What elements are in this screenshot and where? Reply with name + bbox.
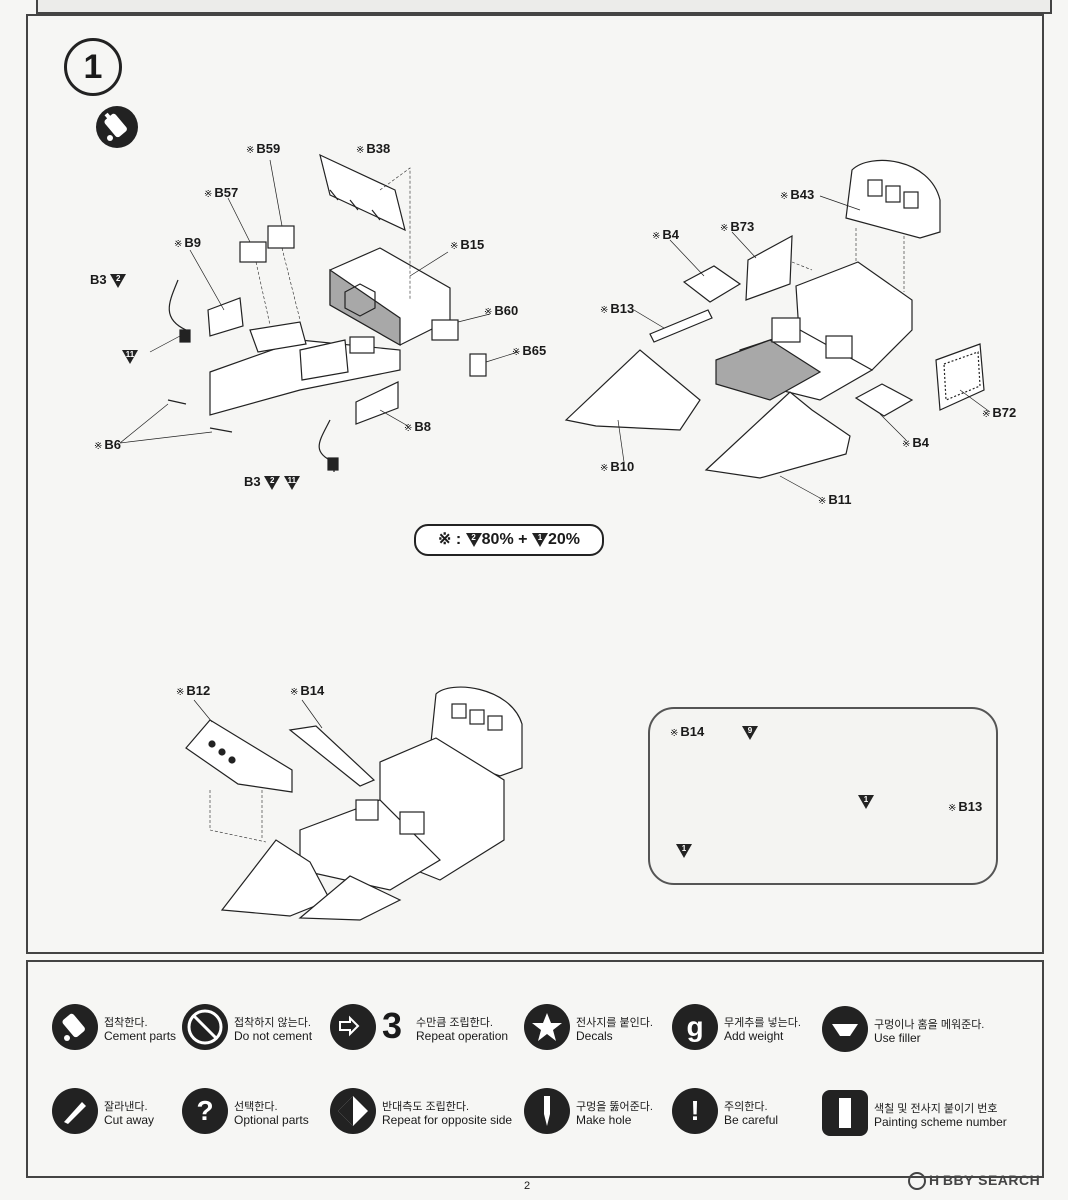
legend-add-weight: g 무게추를 넣는다.Add weight [672, 1004, 832, 1054]
b11-side-panel [704, 391, 851, 479]
legend-make-hole: 구멍을 뚫어준다.Make hole [524, 1088, 684, 1138]
label-b6: ※B6 [94, 437, 122, 452]
label-b8: ※B8 [404, 419, 432, 434]
legend-decals: 전사지를 붙인다.Decals [524, 1004, 684, 1054]
legend-opposite-side: 반대측도 조립한다.Repeat for opposite side [330, 1088, 520, 1138]
label-b72: ※B72 [982, 405, 1017, 420]
b59-box-part [267, 225, 295, 249]
label-b65: ※B65 [512, 343, 547, 358]
label-b12: ※B12 [176, 683, 211, 698]
b12-panel-part [185, 719, 293, 793]
label-b60: ※B60 [484, 303, 519, 318]
inset-paint-code-9: 9 [742, 724, 758, 740]
page-number: 2 [524, 1180, 531, 1192]
label-b4-top: ※B4 [652, 227, 680, 242]
repeat-icon [330, 1004, 376, 1050]
b8-panel-part [355, 381, 399, 425]
label-b9: ※B9 [174, 235, 202, 250]
b14-panel-part [288, 725, 376, 787]
label-b15: ※B15 [450, 237, 485, 252]
inset-paint-code-1-left: 1 [676, 842, 692, 858]
paint-scheme-icon [822, 1090, 868, 1136]
legend-no-cement: 접착하지 않는다.Do not cement [182, 1004, 342, 1054]
b73-panel-part [745, 234, 793, 301]
weight-icon: g [672, 1004, 718, 1050]
legend-frame [26, 960, 1044, 1178]
legend-cut-away: 잘라낸다.Cut away [52, 1088, 212, 1138]
paint-code-2-icon: 2 [110, 273, 127, 288]
inset-detail-frame [648, 707, 998, 885]
cement-icon [96, 106, 138, 148]
legend-optional: ? 선택한다.Optional parts [182, 1088, 342, 1138]
label-b4-bottom: ※B4 [902, 435, 930, 450]
mirror-icon [330, 1088, 376, 1134]
legend-repeat: 3 수만큼 조립한다.Repeat operation [330, 1004, 508, 1054]
label-b3-bottom: B3 2 11 [244, 474, 300, 490]
watermark: H BBY SEARCH [908, 1172, 1040, 1191]
inset-label-b13: ※B13 [948, 799, 983, 814]
legend-be-careful: ! 주의한다.Be careful [672, 1088, 832, 1138]
label-b13: ※B13 [600, 301, 635, 316]
label-b57: ※B57 [204, 185, 239, 200]
b13-strip-part [649, 309, 713, 343]
legend-cement: 접착한다.Cement parts [52, 1004, 212, 1054]
drill-icon [524, 1088, 570, 1134]
label-b59: ※B59 [246, 141, 281, 156]
label-b3-top: B3 2 [90, 272, 127, 288]
b38-panel-part [319, 153, 406, 232]
decal-star-icon [524, 1004, 570, 1050]
b9-plate-part [207, 297, 244, 337]
no-cement-icon [182, 1004, 228, 1050]
b4-top-plate [682, 265, 742, 303]
inset-paint-code-1-right: 1 [858, 793, 874, 809]
question-icon: ? [182, 1088, 228, 1134]
inset-label-b14: ※B14 [670, 724, 705, 739]
label-b11: ※B11 [818, 492, 852, 507]
b10-side-panel [564, 349, 701, 431]
cement-icon [52, 1004, 98, 1050]
top-page-strip [36, 0, 1052, 14]
watermark-logo-icon [908, 1172, 926, 1191]
label-b73: ※B73 [720, 219, 755, 234]
caution-icon: ! [672, 1088, 718, 1134]
label-b38: ※B38 [356, 141, 391, 156]
knife-icon [52, 1088, 98, 1134]
legend-use-filler: 구멍이나 홈을 메워준다.Use filler [822, 1006, 1022, 1056]
label-b43: ※B43 [780, 187, 815, 202]
b72-panel-part [935, 343, 985, 411]
filler-icon [822, 1006, 868, 1052]
b57-box-part [239, 241, 267, 263]
label-b14: ※B14 [290, 683, 325, 698]
label-b10: ※B10 [600, 459, 635, 474]
step-number: 1 [64, 38, 122, 96]
paint-code-11-top: 11 [122, 348, 138, 364]
b4-bottom-plate [854, 383, 914, 417]
